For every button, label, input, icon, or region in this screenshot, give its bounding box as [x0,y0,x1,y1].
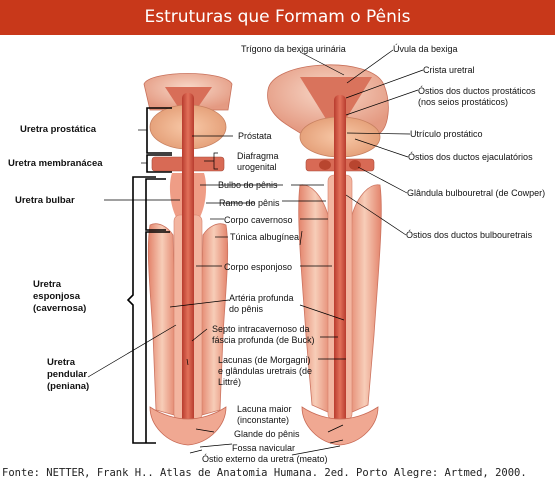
label-ostios-bulbouretrais: Óstios dos ductos bulbouretrais [406,230,533,240]
right-bulbourethral-gland-right [349,160,361,170]
page-title: Estruturas que Formam o Pênis [144,7,411,27]
label-ostios-prostaticos-1: Óstios dos ductos prostáticos [418,86,536,96]
label-glande: Glande do pênis [234,429,300,439]
left-urethra [182,93,194,443]
label-corpo-cavernoso: Corpo cavernoso [224,215,293,225]
label-trigono: Trígono da bexiga urinária [241,44,346,54]
left-specimen [143,73,233,446]
right-glans [301,406,379,446]
left-glans [149,406,227,446]
label-uretra-esponjosa-2: esponjosa [33,291,81,302]
label-ramo: Ramo do pênis [219,198,280,208]
center-labels: Trígono da bexiga urinária Próstata Diaf… [202,44,346,464]
label-uvula: Úvula da bexiga [393,44,458,54]
bracket-spongy [126,176,156,444]
label-uretra-esponjosa-3: (cavernosa) [33,303,86,314]
label-uretra-pendular-2: pendular [47,369,87,380]
label-arteria-1: Artéria profunda [229,293,294,303]
label-tunica: Túnica albugínea [230,232,299,242]
right-urethra [334,95,346,443]
label-utriculo: Utrículo prostático [410,129,483,139]
label-uretra-pendular-3: (peniana) [47,381,89,392]
label-diafragma-1: Diafragma [237,151,279,161]
label-uretra-bulbar: Uretra bulbar [15,195,75,206]
label-ostio-externo: Óstio externo da uretra (meato) [202,454,328,464]
title-bar: Estruturas que Formam o Pênis [0,0,555,35]
label-ostios-prostaticos-2: (nos seios prostáticos) [418,97,508,107]
label-uretra-membranacea: Uretra membranácea [8,158,103,169]
label-arteria-2: do pênis [229,304,264,314]
left-labels: Uretra prostática Uretra membranácea Ure… [8,124,103,392]
label-lacunas-1: Lacunas (de Morgagni) [218,355,311,365]
label-crista: Crista uretral [423,65,475,75]
label-lacunas-3: Littré) [218,377,241,387]
right-corpus-cavernosum-left [298,184,333,414]
leader-lines [87,49,424,456]
label-glandula-bulbouretral: Glândula bulbouretral (de Cowper) [407,188,545,198]
bracket-bulbar [145,178,166,231]
bracket-membranous [146,154,172,173]
label-prostata: Próstata [238,131,272,141]
label-ostios-ejaculatorios: Óstios dos ductos ejaculatórios [408,152,533,162]
label-lacuna-maior-2: (inconstante) [237,415,289,425]
label-corpo-esponjoso: Corpo esponjoso [224,262,292,272]
label-lacuna-maior-1: Lacuna maior [237,404,292,414]
label-uretra-pendular-1: Uretra [47,357,76,368]
region-brackets [126,107,172,444]
label-septo-2: fáscia profunda (de Buck) [212,335,315,345]
left-corpus-cavernosum-left [147,223,177,416]
label-fossa: Fossa navicular [232,443,295,453]
right-bulbourethral-gland-left [319,160,331,170]
label-diafragma-2: urogenital [237,162,277,172]
label-lacunas-2: e glândulas uretrais (de [218,366,312,376]
source-citation: Fonte: NETTER, Frank H.. Atlas de Anatom… [2,467,527,479]
right-labels: Úvula da bexiga Crista uretral Óstios do… [393,44,545,240]
right-corpus-cavernosum-right [347,184,382,414]
label-bulbo: Bulbo do pênis [218,180,278,190]
label-uretra-prostatica: Uretra prostática [20,124,97,135]
bracket-prostatic [146,107,172,154]
left-corpus-cavernosum-right [199,223,229,416]
label-uretra-esponjosa-1: Uretra [33,279,62,290]
anatomy-figure: Uretra prostática Uretra membranácea Ure… [8,44,545,464]
label-septo-1: Septo intracavernoso da [212,324,310,334]
right-specimen [267,64,389,446]
bracket-pendular [145,231,170,443]
